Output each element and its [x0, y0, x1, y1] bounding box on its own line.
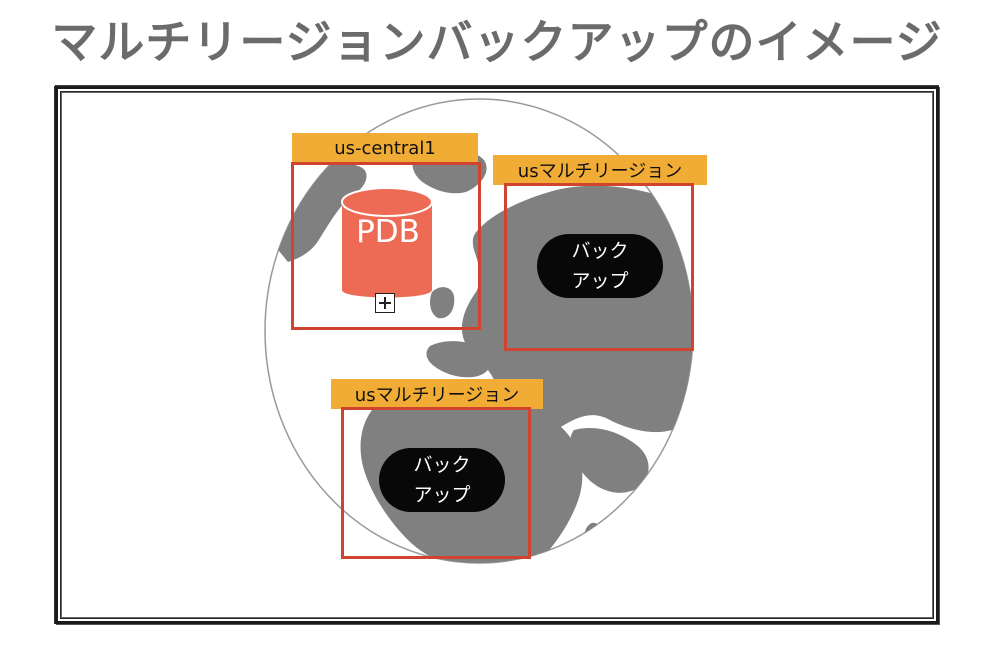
british-isles-land	[430, 287, 455, 319]
region-label-primary: us-central1	[292, 133, 478, 164]
region-box-backup-2	[341, 407, 531, 559]
region-box-primary	[291, 162, 481, 330]
arabia-land	[570, 428, 649, 493]
page-title: マルチリージョンバックアップのイメージ	[51, 15, 943, 69]
diagram-frame	[55, 86, 939, 624]
region-box-backup-1	[504, 183, 694, 351]
backup-badge-1: バック アップ	[537, 234, 663, 298]
region-label-backup-1: usマルチリージョン	[493, 155, 707, 185]
backup-badge-line2: アップ	[413, 484, 471, 506]
plus-square-icon[interactable]	[375, 293, 395, 313]
region-label-backup-2: usマルチリージョン	[331, 379, 543, 409]
backup-badge-line1: バック	[413, 454, 471, 476]
iberia-land	[426, 341, 492, 378]
backup-badge-2: バック アップ	[379, 448, 505, 512]
database-label: PDB	[356, 214, 420, 250]
backup-badge-line1: バック	[571, 240, 629, 262]
database-cylinder-icon	[341, 187, 433, 298]
backup-badge-line2: アップ	[571, 270, 629, 292]
